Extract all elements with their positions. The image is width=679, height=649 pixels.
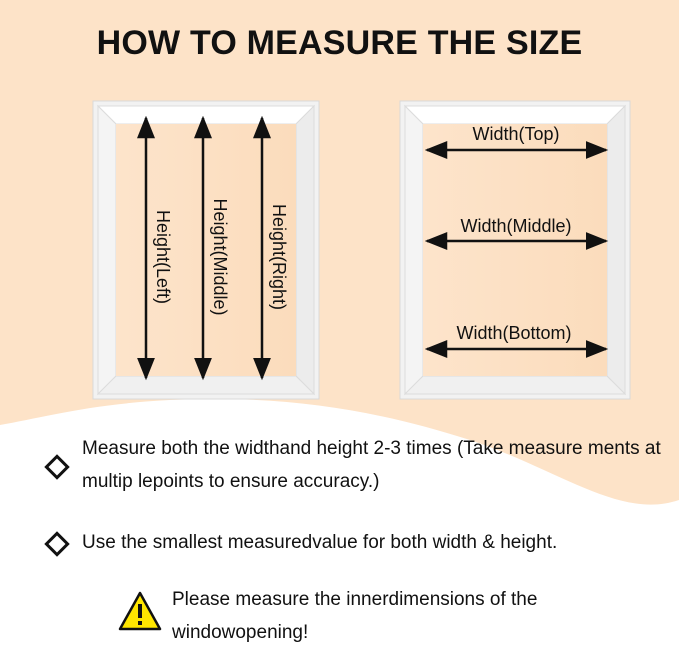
- height-left-label: Height(Left): [153, 210, 173, 304]
- width-middle-label: Width(Middle): [460, 216, 571, 236]
- right-window-frame: [399, 100, 631, 400]
- diamond-bullet-icon: [44, 454, 70, 480]
- warning-text: Please measure the innerdimensions of th…: [172, 589, 538, 643]
- bullet-text-2: Use the smallest measuredvalue for both …: [82, 532, 558, 553]
- diamond-bullet-icon: [44, 531, 70, 557]
- height-right-label: Height(Right): [269, 204, 289, 310]
- page-title: HOW TO MEASURE THE SIZE: [96, 24, 583, 62]
- warning-note: Please measure the innerdimensions of th…: [118, 583, 638, 649]
- height-middle-label: Height(Middle): [210, 198, 230, 315]
- width-bottom-label: Width(Bottom): [456, 323, 571, 343]
- width-top-label: Width(Top): [472, 124, 559, 144]
- bullet-item-1: Measure both the widthand height 2-3 tim…: [44, 432, 664, 498]
- warning-triangle-icon: [118, 591, 162, 631]
- bullet-text-1: Measure both the widthand height 2-3 tim…: [82, 438, 661, 492]
- bullet-item-2: Use the smallest measuredvalue for both …: [44, 526, 664, 559]
